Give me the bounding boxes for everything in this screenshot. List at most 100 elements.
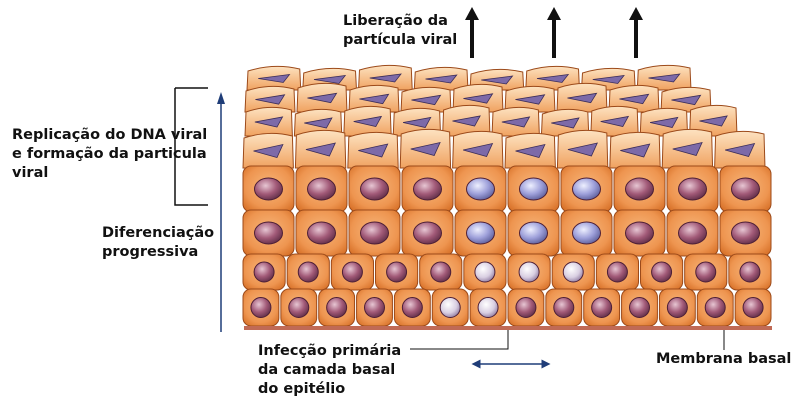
infection-label-line: da camada basal [258, 361, 401, 380]
epithelial-cell [546, 289, 582, 326]
infection-label-line: do epitélio [258, 380, 401, 399]
flattened-cell [557, 130, 607, 168]
cell-nucleus [255, 178, 283, 200]
cell-nucleus [516, 298, 536, 318]
epithelial-cell [561, 210, 612, 256]
cell-nucleus [308, 178, 336, 200]
epithelial-cell [614, 166, 665, 212]
flattened-cell [348, 132, 398, 168]
epithelial-cell [720, 210, 771, 256]
cell-nucleus [732, 222, 760, 244]
cell-nucleus [626, 178, 654, 200]
basal-layer [243, 289, 771, 326]
differentiation-label: Diferenciação progressiva [102, 224, 214, 262]
epithelial-cell [596, 254, 638, 290]
release-label-line: Liberação da [343, 12, 457, 31]
cell-nucleus [414, 222, 442, 244]
flattened-cell [295, 130, 345, 168]
cell-nucleus [361, 178, 389, 200]
replication-label-line: viral [12, 164, 207, 183]
epithelial-cell [697, 289, 733, 326]
epithelial-cell [735, 289, 771, 326]
epithelial-cell [641, 254, 683, 290]
epithelial-cell [667, 210, 718, 256]
cell-nucleus [554, 298, 574, 318]
epithelial-cell [508, 289, 544, 326]
cell-nucleus [519, 262, 539, 282]
epithelial-cell [296, 210, 347, 256]
epithelial-cell-layers [243, 65, 771, 326]
cell-nucleus [431, 262, 451, 282]
cell-nucleus [563, 262, 583, 282]
replication-label-line: e formação da particula [12, 145, 207, 164]
cell-nucleus [414, 178, 442, 200]
epithelial-cell [729, 254, 771, 290]
epithelial-cell [667, 166, 718, 212]
epithelial-cell [281, 289, 317, 326]
cell-nucleus [592, 298, 612, 318]
cell-nucleus [298, 262, 318, 282]
basal-membrane-label-text: Membrana basal [656, 350, 791, 369]
epithelial-cell [402, 166, 453, 212]
cell-nucleus [520, 222, 548, 244]
parabasal-layer [243, 254, 771, 290]
cell-nucleus [573, 222, 601, 244]
replication-label: Replicação do DNA viral e formação da pa… [12, 126, 207, 183]
epithelial-cell [561, 166, 612, 212]
epithelial-cell [319, 289, 355, 326]
cell-nucleus [696, 262, 716, 282]
epithelial-cell [243, 166, 294, 212]
flattened-cell [453, 131, 503, 168]
spinous-layer-1 [243, 166, 771, 212]
cell-nucleus [520, 178, 548, 200]
cell-nucleus [630, 298, 650, 318]
cell-nucleus [705, 298, 725, 318]
cell-nucleus [254, 262, 274, 282]
flattened-cell [715, 131, 765, 168]
epithelial-cell [584, 289, 620, 326]
flattened-cell [245, 107, 292, 136]
infection-label-line: Infecção primária [258, 342, 401, 361]
epithelial-cell [508, 210, 559, 256]
cell-nucleus [342, 262, 362, 282]
cell-nucleus [308, 222, 336, 244]
cell-nucleus [679, 222, 707, 244]
epithelial-cell [349, 210, 400, 256]
cell-nucleus [732, 178, 760, 200]
epithelial-cell [243, 210, 294, 256]
cell-nucleus [467, 178, 495, 200]
cell-nucleus [740, 262, 760, 282]
epithelial-cell [614, 210, 665, 256]
epithelial-cell [622, 289, 658, 326]
epithelial-cell [394, 289, 430, 326]
epithelial-cell [552, 254, 594, 290]
cell-nucleus [402, 298, 422, 318]
epithelial-cell [357, 289, 393, 326]
cell-nucleus [475, 262, 495, 282]
differentiation-label-line: Diferenciação [102, 224, 214, 243]
epithelial-cell [470, 289, 506, 326]
flattened-cell [400, 129, 450, 168]
infection-pointer [410, 330, 508, 349]
flattened-cell [662, 129, 712, 168]
cell-nucleus [467, 222, 495, 244]
cell-nucleus [478, 298, 498, 318]
flattened-cell [344, 106, 391, 136]
cell-nucleus [440, 298, 460, 318]
epithelial-cell [685, 254, 727, 290]
differentiation-label-line: progressiva [102, 243, 214, 262]
epithelial-cell [508, 254, 550, 290]
epithelial-cell [243, 289, 279, 326]
cell-nucleus [679, 178, 707, 200]
epithelial-cell [455, 210, 506, 256]
epithelial-cell [349, 166, 400, 212]
cell-nucleus [607, 262, 627, 282]
epithelial-cell [432, 289, 468, 326]
cell-nucleus [365, 298, 385, 318]
epithelial-cell [331, 254, 373, 290]
cell-nucleus [387, 262, 407, 282]
flattened-cell [505, 133, 555, 168]
basal-membrane-label: Membrana basal [656, 350, 791, 369]
